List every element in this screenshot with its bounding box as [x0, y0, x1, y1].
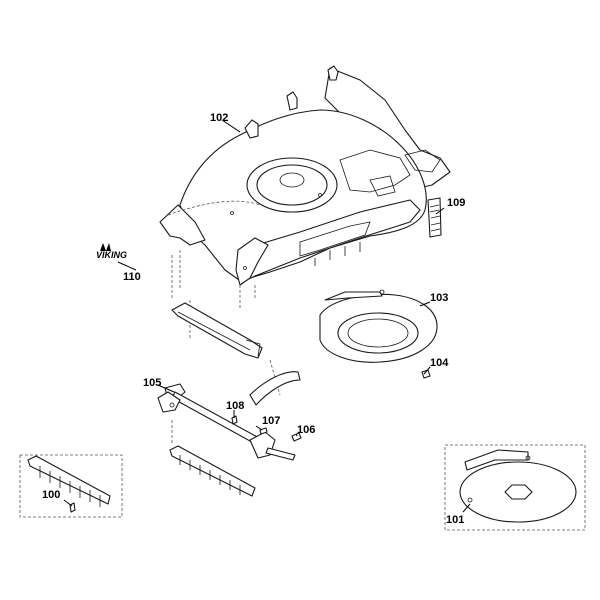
- screw-108: [231, 415, 238, 425]
- viking-logo-110: VIKING: [96, 243, 127, 260]
- part-number-110: 110: [123, 271, 141, 283]
- logo-text: VIKING: [96, 250, 127, 260]
- part-number-labels: 102 109 110 103 104 105 108 107 106 100 …: [42, 112, 465, 526]
- rear-roller-strip: [249, 371, 301, 406]
- label-109: [427, 197, 442, 238]
- leader-lines: [63, 119, 471, 513]
- mulching-comb: [169, 445, 256, 497]
- washer-106: [291, 432, 302, 442]
- baffle-plate-103: [319, 289, 438, 363]
- part-number-103: 103: [430, 292, 448, 304]
- part-number-106: 106: [297, 424, 315, 436]
- mower-deck-housing: [159, 65, 451, 286]
- part-number-104: 104: [430, 357, 449, 369]
- screw-104: [421, 369, 431, 379]
- part-number-107: 107: [262, 415, 280, 427]
- detail-box-101: [444, 444, 586, 531]
- part-number-101: 101: [446, 514, 464, 526]
- rear-axle: [157, 383, 296, 461]
- part-number-105: 105: [143, 377, 161, 389]
- part-number-100: 100: [42, 489, 60, 501]
- part-number-108: 108: [226, 400, 244, 412]
- part-number-102: 102: [210, 112, 228, 124]
- front-bumper-strip: [171, 302, 263, 359]
- part-number-109: 109: [447, 197, 465, 209]
- detail-box-100: [19, 454, 123, 518]
